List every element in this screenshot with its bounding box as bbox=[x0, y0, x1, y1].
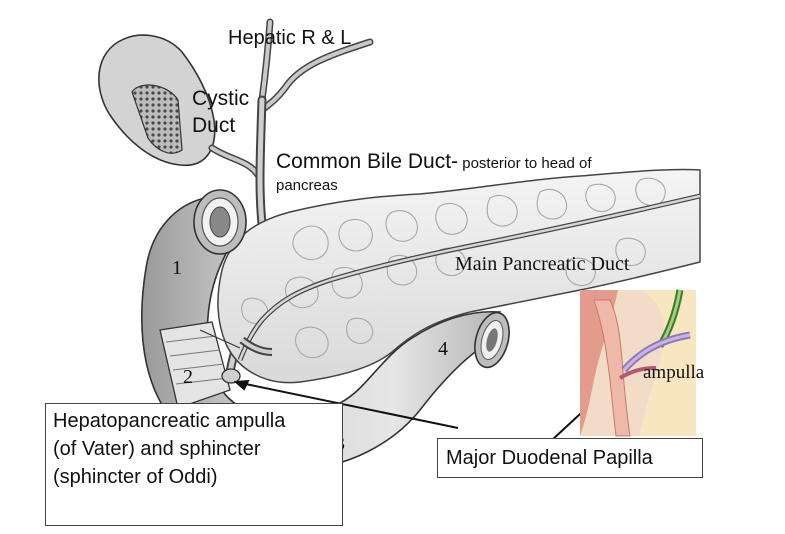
ampulla-description-line1: Hepatopancreatic ampulla bbox=[53, 410, 286, 432]
papilla-inset bbox=[580, 289, 696, 437]
ampulla-description-line2: (of Vater) and sphincter bbox=[53, 438, 261, 460]
major-duodenal-papilla-label: Major Duodenal Papilla bbox=[446, 447, 653, 469]
hepatic-ducts-label: Hepatic R & L bbox=[228, 27, 352, 49]
common-bile-duct-note: posterior to head of bbox=[458, 155, 592, 172]
common-bile-duct-title: Common Bile Duct- bbox=[276, 150, 459, 173]
gallbladder bbox=[98, 34, 216, 167]
duodenum-part-1-label: 1 bbox=[172, 257, 182, 279]
ampulla-description-box: Hepatopancreatic ampulla (of Vater) and … bbox=[45, 403, 343, 526]
major-duodenal-papilla-box: Major Duodenal Papilla bbox=[437, 438, 703, 478]
pancreas-body bbox=[217, 168, 701, 384]
common-bile-duct-label: Common Bile Duct- posterior to head of bbox=[276, 150, 591, 174]
duodenum-part-2-label: 2 bbox=[183, 366, 193, 388]
duodenum-part-4-label: 4 bbox=[438, 338, 448, 360]
ampulla-description-line3: (sphincter of Oddi) bbox=[53, 466, 218, 488]
cystic-duct-label-line1: Cystic bbox=[192, 87, 250, 110]
main-pancreatic-duct-label: Main Pancreatic Duct bbox=[455, 253, 630, 275]
cystic-duct-label-line2: Duct bbox=[192, 114, 236, 137]
duodenum bbox=[141, 189, 510, 471]
common-bile-duct-note-line2: pancreas bbox=[276, 177, 338, 194]
ampulla-label: ampulla bbox=[643, 362, 705, 383]
